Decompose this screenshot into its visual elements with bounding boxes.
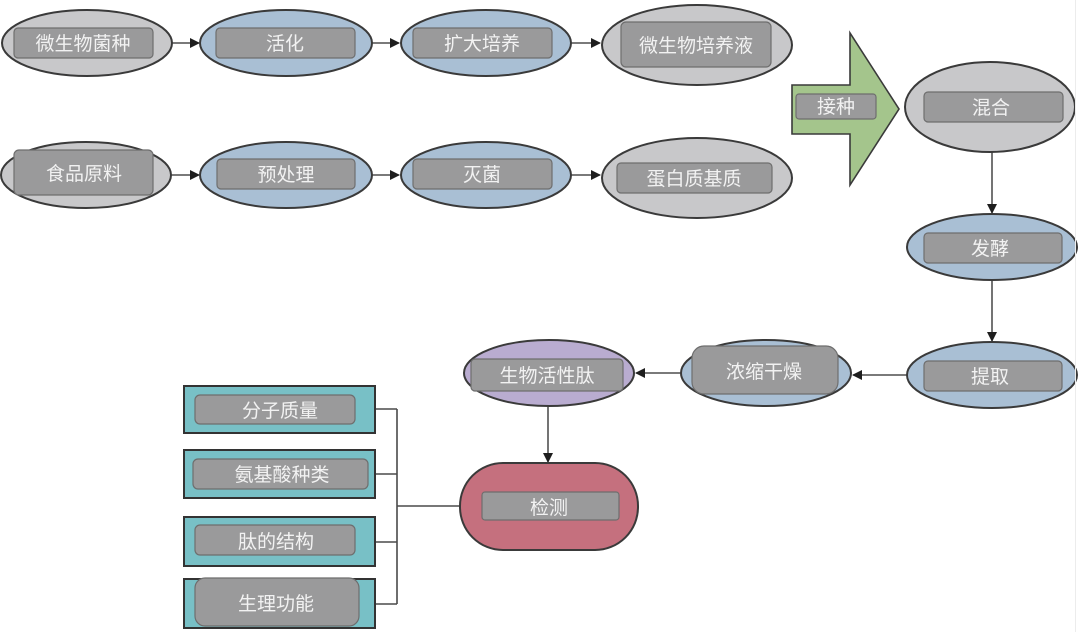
- item-label: 生理功能: [238, 593, 314, 615]
- edges: [171, 38, 997, 605]
- item-label: 肽的结构: [238, 531, 314, 553]
- node-extraction[interactable]: 提取: [906, 341, 1078, 409]
- node-label: 蛋白质基质: [646, 168, 741, 190]
- node-scale-up[interactable]: 扩大培养: [400, 9, 572, 77]
- node-fermentation[interactable]: 发酵: [906, 213, 1078, 281]
- node-label: 混合: [972, 97, 1010, 119]
- node-sterilization[interactable]: 灭菌: [400, 141, 572, 209]
- node-label: 食品原料: [46, 163, 122, 185]
- node-label: 预处理: [257, 164, 314, 186]
- item-label: 分子质量: [242, 400, 318, 422]
- node-label: 生物活性肽: [499, 365, 594, 387]
- node-microbe-strain[interactable]: 微生物菌种: [1, 9, 173, 77]
- node-label: 检测: [530, 497, 568, 519]
- node-label: 活化: [266, 33, 304, 55]
- node-bioactive-peptide[interactable]: 生物活性肽: [463, 339, 635, 407]
- node-pretreatment[interactable]: 预处理: [199, 141, 373, 209]
- detection-item-peptide-structure[interactable]: 肽的结构: [183, 516, 376, 567]
- node-label: 接种: [817, 96, 855, 118]
- node-label: 扩大培养: [444, 33, 520, 55]
- detection-item-molecular-mass[interactable]: 分子质量: [183, 385, 376, 434]
- node-microbe-culture[interactable]: 微生物培养液: [601, 4, 793, 86]
- node-inoculation-arrow[interactable]: 接种: [791, 30, 900, 188]
- node-label: 浓缩干燥: [726, 361, 802, 383]
- node-label: 微生物菌种: [35, 33, 130, 55]
- item-label: 氨基酸种类: [234, 464, 329, 486]
- page-edge-divider: [1075, 0, 1076, 632]
- node-food-material[interactable]: 食品原料: [0, 141, 172, 209]
- node-mixing[interactable]: 混合: [904, 61, 1076, 153]
- node-label: 提取: [971, 366, 1009, 388]
- node-concentrate-dry[interactable]: 浓缩干燥: [680, 339, 852, 407]
- node-label: 微生物培养液: [639, 35, 753, 57]
- node-protein-substrate[interactable]: 蛋白质基质: [601, 137, 793, 219]
- node-detection[interactable]: 检测: [459, 462, 639, 551]
- detection-item-physiological-function[interactable]: 生理功能: [183, 577, 376, 629]
- detection-item-amino-acid-types[interactable]: 氨基酸种类: [183, 449, 376, 499]
- node-activation[interactable]: 活化: [199, 9, 373, 77]
- node-label: 发酵: [971, 238, 1009, 260]
- node-label: 灭菌: [463, 164, 501, 186]
